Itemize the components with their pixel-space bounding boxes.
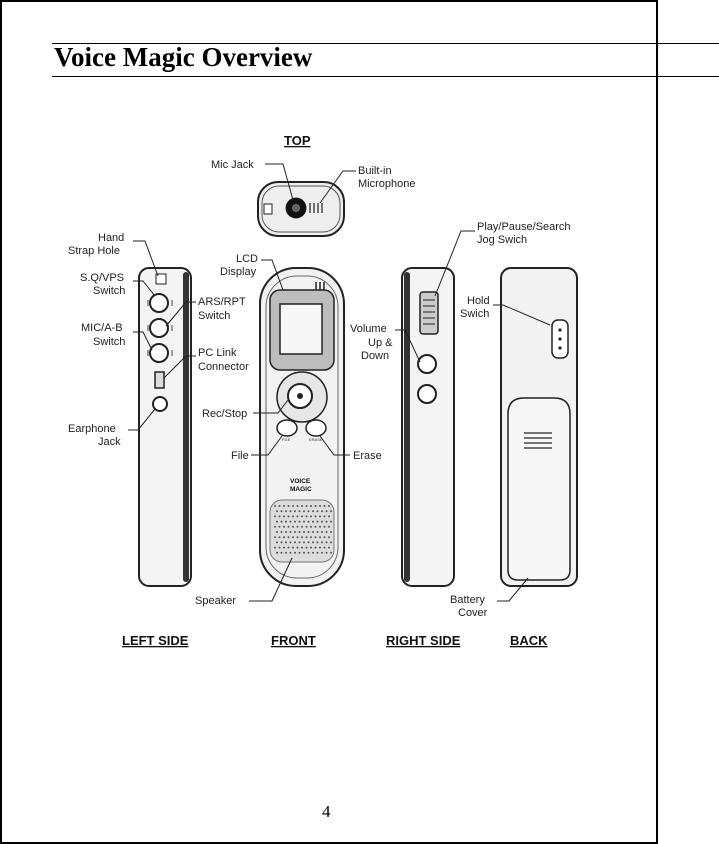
mic-jack-center [292, 204, 300, 212]
device-file-label: FILE [282, 437, 291, 442]
right-side-edge [404, 272, 410, 582]
leader-hold [493, 304, 551, 326]
leader-play-pause [434, 230, 475, 297]
top-view-strap-hole [263, 203, 273, 215]
leader-ars-rpt [165, 301, 196, 327]
callout-builtin-mic-2: Microphone [358, 178, 415, 190]
speaker-grille [269, 499, 335, 563]
file-button [276, 419, 298, 437]
callout-hand-strap-2: Strap Hole [68, 245, 120, 257]
erase-button [305, 419, 327, 437]
leader-file [251, 435, 283, 456]
callout-rec-stop: Rec/Stop [202, 408, 247, 420]
callout-mic-jack: Mic Jack [211, 159, 254, 171]
leader-builtin-mic [319, 170, 356, 204]
leader-volume [395, 329, 421, 363]
battery-cover [507, 397, 571, 581]
callout-play-pause-1: Play/Pause/Search [477, 221, 571, 233]
callout-volume-2: Up & [368, 337, 393, 349]
callout-ars-rpt-2: Switch [198, 310, 230, 322]
device-brand-line-2: MAGIC [290, 486, 312, 493]
callout-volume-3: Down [361, 350, 389, 362]
builtin-mic-grille [309, 203, 323, 213]
callout-speaker: Speaker [195, 595, 236, 607]
leader-mic-ab [133, 331, 153, 351]
volume-down-button [417, 384, 437, 404]
leader-sq-vps [133, 280, 156, 297]
callout-volume-1: Volume [350, 323, 387, 335]
callout-pc-link-1: PC Link [198, 347, 237, 359]
callout-battery-1: Battery [450, 594, 485, 606]
callout-hold-2: Swich [460, 308, 489, 320]
right-side-body [401, 267, 455, 587]
callout-earphone-1: Earphone [68, 423, 116, 435]
view-label-right-side: RIGHT SIDE [386, 633, 461, 648]
callout-sq-vps-2: Switch [93, 285, 125, 297]
front-view: FILE ERASE VOICE MAGIC LCD Display Rec/S… [195, 253, 382, 648]
title-rule-bottom [52, 76, 719, 77]
hold-switch-dots [558, 328, 562, 350]
leader-earphone [128, 408, 156, 431]
ars-rpt-switch [149, 318, 169, 338]
callout-battery-2: Cover [458, 607, 488, 619]
device-brand-line-1: VOICE [290, 478, 311, 485]
hand-strap-hole [155, 273, 167, 285]
jog-switch-ridges [423, 299, 435, 325]
right-side-view: Play/Pause/Search Jog Swich Volume Up & … [350, 221, 571, 648]
sq-vps-switch [149, 293, 169, 313]
back-view: Hold Swich Battery Cover BACK [450, 267, 578, 648]
leader-rec-stop [253, 399, 289, 414]
callout-pc-link-2: Connector [198, 361, 249, 373]
leader-hand-strap [133, 240, 159, 277]
leader-battery [497, 577, 529, 602]
callout-sq-vps-1: S.Q/VPS [80, 272, 124, 284]
front-body-inner [265, 275, 339, 579]
page-title: Voice Magic Overview [54, 42, 313, 72]
device-erase-label: ERASE [309, 437, 323, 442]
callout-hold-1: Hold [467, 295, 490, 307]
callout-earphone-2: Jack [98, 436, 121, 448]
view-label-front: FRONT [271, 633, 316, 648]
top-view-inner [261, 185, 341, 233]
left-side-edge [183, 272, 189, 582]
callout-mic-ab-1: MIC/A-B [81, 322, 123, 334]
top-view: TOP Mic Jack Built-in Microphone [211, 133, 415, 237]
callout-builtin-mic-1: Built-in [358, 165, 392, 177]
page-number: 4 [322, 802, 331, 821]
callout-play-pause-2: Jog Swich [477, 234, 527, 246]
leader-pc-link [163, 355, 196, 379]
earphone-jack [152, 396, 168, 412]
pc-link-connector [154, 371, 165, 389]
volume-up-button [417, 354, 437, 374]
jog-switch [419, 291, 439, 335]
lcd-display [279, 303, 323, 355]
view-label-back: BACK [510, 633, 548, 648]
callout-file: File [231, 450, 249, 462]
leader-erase [319, 435, 350, 456]
callout-lcd-1: LCD [236, 253, 258, 265]
callout-lcd-2: Display [220, 266, 257, 278]
rec-stop-dot [297, 393, 303, 399]
page-frame [0, 0, 658, 844]
callout-hand-strap-1: Hand [98, 232, 124, 244]
view-label-top: TOP [284, 133, 311, 148]
battery-cover-grip [524, 432, 552, 449]
front-top-grille [315, 282, 325, 290]
callout-mic-ab-2: Switch [93, 336, 125, 348]
callout-erase: Erase [353, 450, 382, 462]
left-side-view: Hand Strap Hole S.Q/VPS Switch ARS/RPT S… [68, 232, 249, 648]
speaker-holes [274, 505, 332, 554]
leader-lcd [261, 259, 284, 291]
left-side-dots [147, 300, 173, 356]
callout-ars-rpt-1: ARS/RPT [198, 296, 246, 308]
leader-mic-jack [265, 163, 294, 201]
leader-speaker [249, 557, 293, 602]
title-rule-top [52, 43, 719, 44]
mic-ab-switch [149, 343, 169, 363]
view-label-left-side: LEFT SIDE [122, 633, 189, 648]
